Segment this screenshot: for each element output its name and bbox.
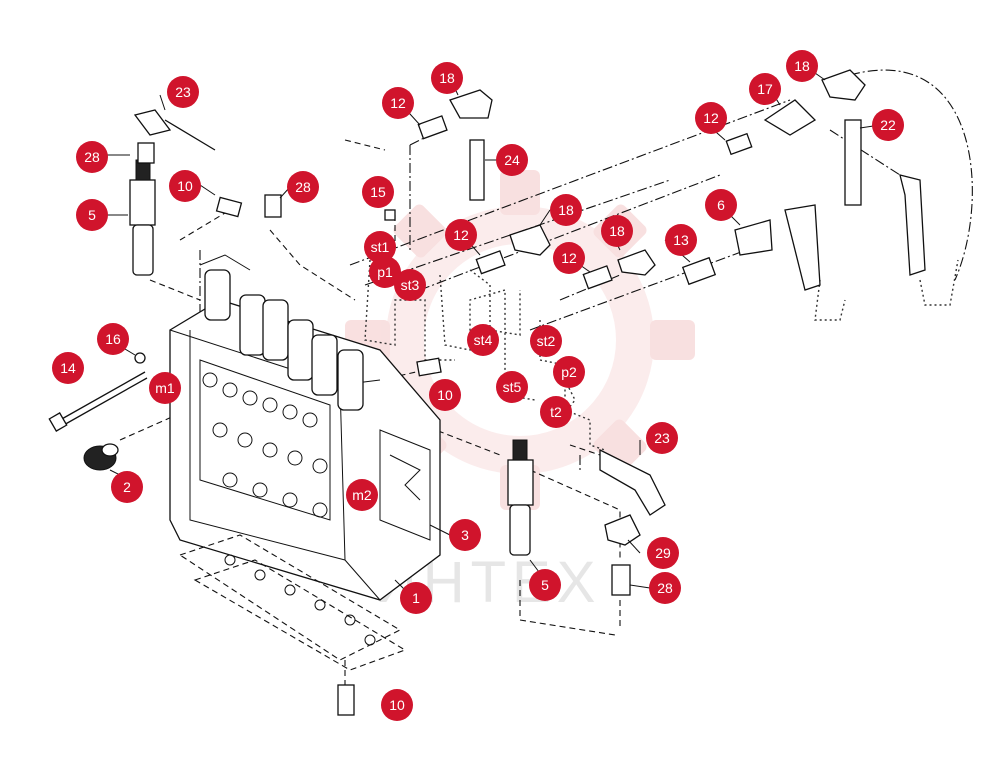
callout-10-bottom: 10 xyxy=(381,689,413,721)
callout-p1: p1 xyxy=(369,256,401,288)
svg-text:23: 23 xyxy=(654,430,670,446)
callout-28-bottom: 28 xyxy=(649,572,681,604)
callout-12-c: 12 xyxy=(553,242,585,274)
callout-t2: t2 xyxy=(540,396,572,428)
gasket-plates xyxy=(178,534,407,671)
svg-text:3: 3 xyxy=(461,527,469,543)
callout-13: 13 xyxy=(665,224,697,256)
svg-text:18: 18 xyxy=(794,58,810,74)
callout-1: 1 xyxy=(400,582,432,614)
svg-text:28: 28 xyxy=(84,149,100,165)
callout-5-bottom: 5 xyxy=(529,569,561,601)
callout-29: 29 xyxy=(647,537,679,569)
svg-text:22: 22 xyxy=(880,117,896,133)
svg-text:29: 29 xyxy=(655,545,671,561)
block-ports xyxy=(202,372,328,518)
solenoid-cartridges xyxy=(199,254,364,411)
callout-16: 16 xyxy=(97,323,129,355)
svg-text:23: 23 xyxy=(175,84,191,100)
callout-17: 17 xyxy=(749,73,781,105)
svg-text:10: 10 xyxy=(437,387,453,403)
callout-28-mid: 28 xyxy=(287,171,319,203)
svg-text:st1: st1 xyxy=(371,239,390,255)
svg-text:6: 6 xyxy=(717,197,725,213)
svg-text:5: 5 xyxy=(88,207,96,223)
svg-text:t2: t2 xyxy=(550,404,562,420)
callout-12-d: 12 xyxy=(695,102,727,134)
callout-2: 2 xyxy=(111,471,143,503)
callout-p2: p2 xyxy=(553,356,585,388)
svg-text:st4: st4 xyxy=(474,332,493,348)
svg-text:m1: m1 xyxy=(155,380,175,396)
valve-block xyxy=(169,299,441,601)
callout-18-d: 18 xyxy=(786,50,818,82)
svg-text:17: 17 xyxy=(757,81,773,97)
callout-18-a: 18 xyxy=(431,62,463,94)
svg-text:p2: p2 xyxy=(561,364,577,380)
callout-st3: st3 xyxy=(394,269,426,301)
callout-m2: m2 xyxy=(346,479,378,511)
callout-st2: st2 xyxy=(530,325,562,357)
svg-text:18: 18 xyxy=(558,202,574,218)
svg-text:12: 12 xyxy=(561,250,577,266)
svg-text:10: 10 xyxy=(177,178,193,194)
callout-6: 6 xyxy=(705,189,737,221)
svg-text:12: 12 xyxy=(390,95,406,111)
callout-st1: st1 xyxy=(364,231,396,263)
svg-text:13: 13 xyxy=(673,232,689,248)
callout-14: 14 xyxy=(52,352,84,384)
callout-12-b: 12 xyxy=(445,219,477,251)
svg-text:5: 5 xyxy=(541,577,549,593)
svg-text:28: 28 xyxy=(295,179,311,195)
svg-text:m2: m2 xyxy=(352,487,372,503)
svg-text:15: 15 xyxy=(370,184,386,200)
callout-st4: st4 xyxy=(467,324,499,356)
callout-12-a: 12 xyxy=(382,87,414,119)
svg-text:10: 10 xyxy=(389,697,405,713)
svg-text:2: 2 xyxy=(123,479,131,495)
long-bolt xyxy=(48,371,148,432)
callout-15: 15 xyxy=(362,176,394,208)
washer xyxy=(134,352,146,364)
callout-m1: m1 xyxy=(149,372,181,404)
svg-text:1: 1 xyxy=(412,590,420,606)
svg-text:p1: p1 xyxy=(377,264,393,280)
svg-text:12: 12 xyxy=(703,110,719,126)
callout-18-c: 18 xyxy=(601,215,633,247)
svg-text:18: 18 xyxy=(439,70,455,86)
callout-28-left: 28 xyxy=(76,141,108,173)
callout-10-top: 10 xyxy=(169,170,201,202)
callout-24: 24 xyxy=(496,144,528,176)
callout-18-b: 18 xyxy=(550,194,582,226)
callout-5-left: 5 xyxy=(76,199,108,231)
callout-23-top: 23 xyxy=(167,76,199,108)
callout-23-bottom: 23 xyxy=(646,422,678,454)
svg-text:18: 18 xyxy=(609,223,625,239)
plug xyxy=(83,443,119,471)
callout-10-mid: 10 xyxy=(429,379,461,411)
svg-text:28: 28 xyxy=(657,580,673,596)
svg-text:st3: st3 xyxy=(401,277,420,293)
svg-text:12: 12 xyxy=(453,227,469,243)
callout-22: 22 xyxy=(872,109,904,141)
callout-st5: st5 xyxy=(496,371,528,403)
cartridge-left xyxy=(129,159,156,276)
svg-text:st5: st5 xyxy=(503,379,522,395)
svg-text:16: 16 xyxy=(105,331,121,347)
svg-text:st2: st2 xyxy=(537,333,556,349)
svg-text:14: 14 xyxy=(60,360,76,376)
svg-text:24: 24 xyxy=(504,152,520,168)
cartridge-right xyxy=(507,439,534,556)
callout-3: 3 xyxy=(449,519,481,551)
fittings xyxy=(133,69,926,716)
